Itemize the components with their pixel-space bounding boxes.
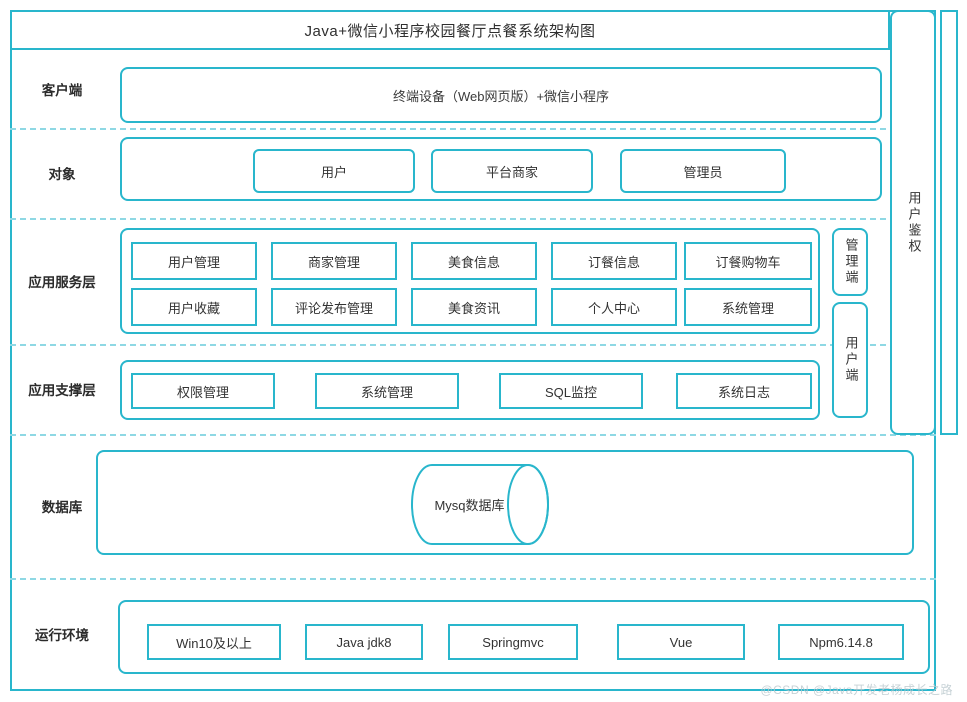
service-item-user-favorite-label: 用户收藏 <box>167 300 220 316</box>
app-service-group: 用户管理 商家管理 美食信息 订餐信息 订餐购物车 用户收藏 评论发布管理 美食… <box>120 228 820 334</box>
mysql-cylinder-label: Mysq数据库 <box>434 498 505 513</box>
app-support-group: 权限管理 系统管理 SQL监控 系统日志 <box>120 360 820 420</box>
service-item-merchant-mgmt[interactable]: 商家管理 <box>271 242 397 280</box>
separator-client-object <box>10 128 936 130</box>
service-item-user-mgmt-label: 用户管理 <box>167 254 220 270</box>
service-item-comment-mgmt[interactable]: 评论发布管理 <box>271 288 397 326</box>
runtime-item-npm-label: Npm6.14.8 <box>809 634 873 650</box>
runtime-item-win10[interactable]: Win10及以上 <box>147 624 281 660</box>
mysql-cylinder[interactable]: Mysq数据库 <box>410 463 555 546</box>
service-item-order-cart[interactable]: 订餐购物车 <box>684 242 812 280</box>
row-label-app-service: 应用服务层 <box>12 218 112 344</box>
runtime-item-win10-label: Win10及以上 <box>176 635 252 651</box>
service-item-food-news-label: 美食资讯 <box>447 300 500 316</box>
row-label-database: 数据库 <box>12 434 112 578</box>
support-item-sql-monitor[interactable]: SQL监控 <box>499 373 643 409</box>
row-label-object: 对象 <box>12 128 112 218</box>
separator-object-service <box>10 218 936 220</box>
separator-service-support <box>10 344 936 346</box>
runtime-item-vue[interactable]: Vue <box>617 624 745 660</box>
user-terminal-label: 用户端 <box>843 336 859 384</box>
runtime-item-springmvc-label: Springmvc <box>482 634 544 650</box>
runtime-item-java-jdk8-label: Java jdk8 <box>336 634 392 650</box>
row-label-client: 客户端 <box>12 50 112 128</box>
runtime-item-springmvc[interactable]: Springmvc <box>448 624 578 660</box>
support-item-system-log[interactable]: 系统日志 <box>676 373 812 409</box>
object-item-admin-label: 管理员 <box>683 164 723 180</box>
row-label-runtime-text: 运行环境 <box>35 628 89 643</box>
service-item-food-news[interactable]: 美食资讯 <box>411 288 537 326</box>
support-item-system-mgmt-label: 系统管理 <box>360 384 413 400</box>
service-item-comment-mgmt-label: 评论发布管理 <box>294 300 373 316</box>
client-box-label: 终端设备（Web网页版）+微信小程序 <box>392 88 610 104</box>
admin-terminal-label: 管理端 <box>843 238 859 286</box>
support-item-permission-mgmt[interactable]: 权限管理 <box>131 373 275 409</box>
row-label-app-support-text: 应用支撑层 <box>28 383 96 398</box>
user-auth-label: 用户鉴权 <box>906 190 922 255</box>
object-item-user-label: 用户 <box>320 164 347 180</box>
service-item-system-mgmt-label: 系统管理 <box>721 300 774 316</box>
row-label-object-text: 对象 <box>48 167 76 182</box>
service-item-food-info[interactable]: 美食信息 <box>411 242 537 280</box>
diagram-title: Java+微信小程序校园餐厅点餐系统架构图 <box>10 10 890 50</box>
user-auth-box[interactable]: 用户鉴权 <box>890 10 936 435</box>
service-item-order-info[interactable]: 订餐信息 <box>551 242 677 280</box>
service-item-order-info-label: 订餐信息 <box>587 254 640 270</box>
support-item-system-mgmt[interactable]: 系统管理 <box>315 373 459 409</box>
service-item-personal-center[interactable]: 个人中心 <box>551 288 677 326</box>
auth-outer-frame <box>940 10 958 435</box>
admin-terminal-box[interactable]: 管理端 <box>832 228 868 296</box>
object-item-admin[interactable]: 管理员 <box>620 149 786 193</box>
database-cylinder-icon <box>411 464 549 545</box>
client-box[interactable]: 终端设备（Web网页版）+微信小程序 <box>120 67 882 123</box>
service-item-order-cart-label: 订餐购物车 <box>715 254 781 270</box>
support-item-sql-monitor-label: SQL监控 <box>544 384 597 400</box>
runtime-item-npm[interactable]: Npm6.14.8 <box>778 624 904 660</box>
separator-database-runtime <box>10 578 936 580</box>
diagram-title-text: Java+微信小程序校园餐厅点餐系统架构图 <box>304 22 596 40</box>
service-item-personal-center-label: 个人中心 <box>587 300 640 316</box>
object-item-merchant[interactable]: 平台商家 <box>431 149 593 193</box>
service-item-food-info-label: 美食信息 <box>447 254 500 270</box>
support-item-system-log-label: 系统日志 <box>717 384 770 400</box>
separator-support-database <box>10 434 936 436</box>
object-group: 用户 平台商家 管理员 <box>120 137 882 201</box>
user-terminal-box[interactable]: 用户端 <box>832 302 868 418</box>
object-item-merchant-label: 平台商家 <box>485 164 538 180</box>
row-label-runtime: 运行环境 <box>12 578 112 690</box>
service-item-system-mgmt[interactable]: 系统管理 <box>684 288 812 326</box>
row-label-app-service-text: 应用服务层 <box>28 275 96 290</box>
service-item-user-favorite[interactable]: 用户收藏 <box>131 288 257 326</box>
object-item-user[interactable]: 用户 <box>253 149 415 193</box>
row-label-client-text: 客户端 <box>41 83 83 98</box>
runtime-item-vue-label: Vue <box>669 634 693 650</box>
database-group: Mysq数据库 <box>96 450 914 555</box>
service-item-merchant-mgmt-label: 商家管理 <box>307 254 360 270</box>
support-item-permission-mgmt-label: 权限管理 <box>176 384 229 400</box>
row-label-database-text: 数据库 <box>41 500 83 515</box>
runtime-group: Win10及以上 Java jdk8 Springmvc Vue Npm6.14… <box>118 600 930 674</box>
row-label-app-support: 应用支撑层 <box>12 344 112 434</box>
service-item-user-mgmt[interactable]: 用户管理 <box>131 242 257 280</box>
runtime-item-java-jdk8[interactable]: Java jdk8 <box>305 624 423 660</box>
